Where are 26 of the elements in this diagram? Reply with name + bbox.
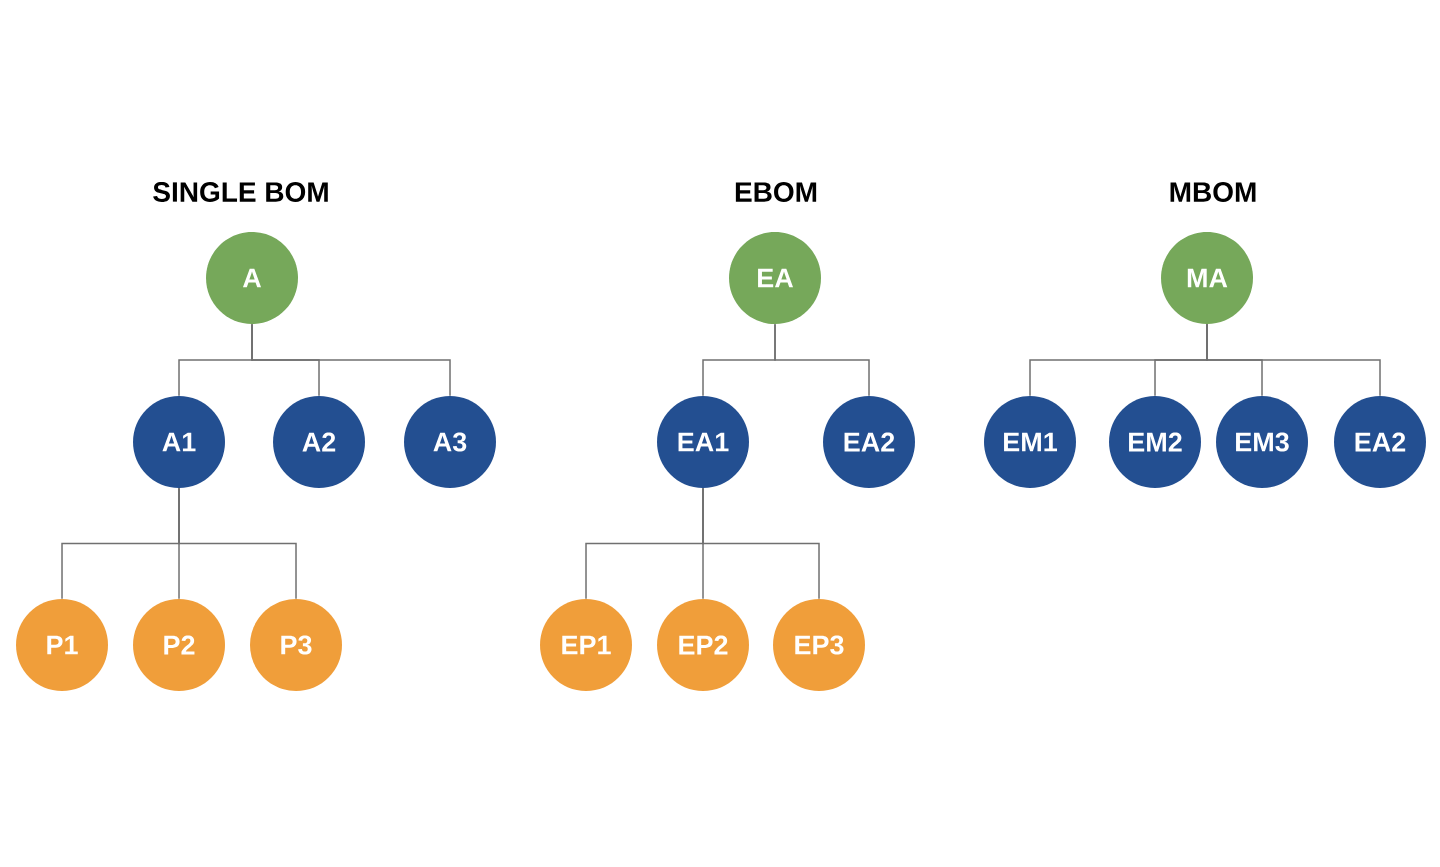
circle-node: EP3: [773, 599, 865, 691]
heading: EBOM: [735, 182, 817, 202]
connector-line: [702, 487, 820, 600]
circle-node: EM2: [1109, 396, 1201, 488]
circle-node: EA: [729, 232, 821, 324]
circle-node: EM1: [984, 396, 1076, 488]
heading: SINGLE BOM: [153, 182, 328, 202]
circle-node: EA2: [823, 396, 915, 488]
circle-node: EM3: [1216, 396, 1308, 488]
circle-node: EP1: [540, 599, 632, 691]
circle-node: EP2: [657, 599, 749, 691]
connector-line: [774, 323, 870, 397]
heading: MBOM: [1170, 182, 1256, 202]
circle-node: P2: [133, 599, 225, 691]
connector-line: [178, 487, 297, 600]
circle-node: EA2: [1334, 396, 1426, 488]
circle-node: A1: [133, 396, 225, 488]
circle-node: MA: [1161, 232, 1253, 324]
connector-line: [1206, 323, 1381, 397]
circle-node: P3: [250, 599, 342, 691]
circle-node: A2: [273, 396, 365, 488]
circle-node: A3: [404, 396, 496, 488]
connector-line: [251, 323, 451, 397]
circle-node: A: [206, 232, 298, 324]
circle-node: P1: [16, 599, 108, 691]
circle-node: EA1: [657, 396, 749, 488]
